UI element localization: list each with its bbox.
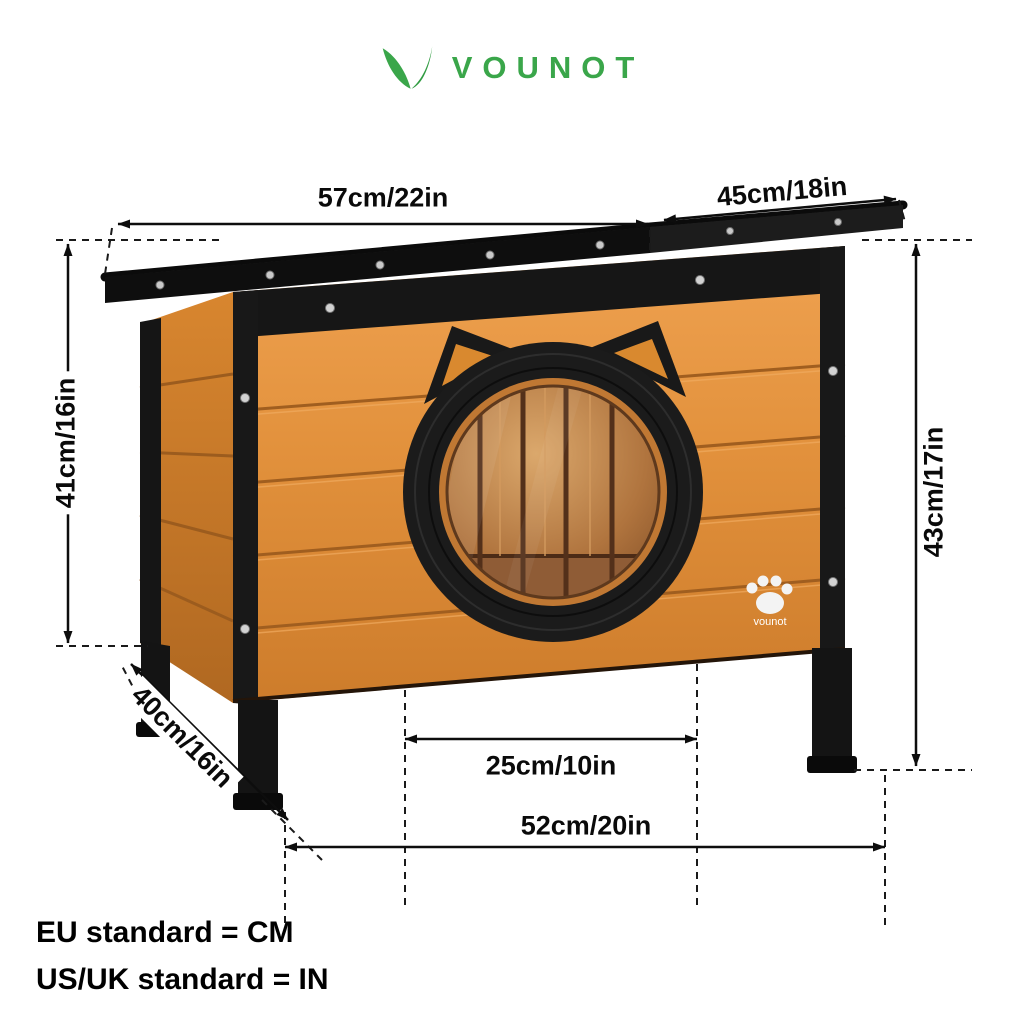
frame-screws (240, 275, 838, 634)
back-corner-post (140, 318, 161, 648)
top-rail (233, 246, 845, 338)
paw-icon (746, 582, 758, 594)
front-right-leg (812, 648, 852, 758)
dim-label-door-width: 25cm/10in (485, 750, 617, 781)
brand-name: VOUNOT (451, 50, 645, 85)
dim-label-base-width: 52cm/20in (514, 810, 658, 842)
dim-label-front-height: 41cm/16in (50, 371, 82, 515)
front-left-leg (238, 700, 278, 795)
legend-us-uk: US/UK standard = IN (36, 963, 329, 996)
dim-line-roof-depth (663, 195, 897, 224)
dim-label-total-height: 43cm/17in (918, 420, 950, 564)
standards-legend: EU standard = CM US/UK standard = IN (36, 916, 329, 1010)
cat-house: vounot (100, 200, 908, 810)
paw-badge: vounot (746, 575, 793, 628)
cat-door (403, 321, 703, 642)
right-post (820, 246, 845, 652)
left-post (233, 290, 258, 705)
vounot-leaf-icon (382, 46, 432, 89)
paw-badge-text: vounot (753, 616, 786, 628)
floor-edge (232, 647, 846, 703)
brand-logo: VOUNOT (0, 44, 1024, 92)
legend-eu: EU standard = CM (36, 916, 294, 949)
side-wall (139, 292, 234, 703)
dim-label-roof-width: 57cm/22in (317, 182, 449, 213)
